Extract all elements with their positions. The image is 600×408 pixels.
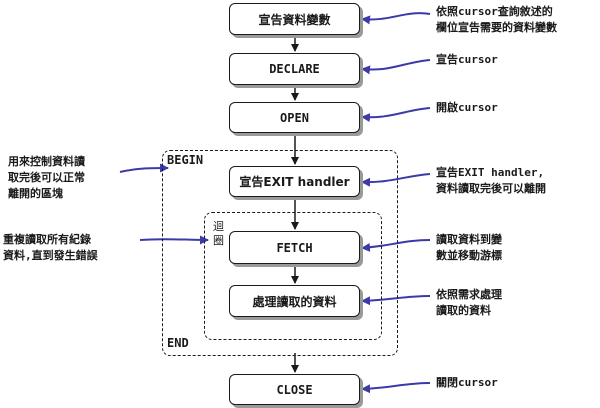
note-process: 依照需求處理 讀取的資料 bbox=[436, 287, 502, 319]
note-begin-block-line-1: 用來控制資料讀 bbox=[8, 155, 85, 168]
note-declare-vars-line-2: 欄位宣告需要的資料變數 bbox=[436, 21, 557, 34]
begin-label: BEGIN bbox=[167, 153, 204, 167]
declare-box: DECLARE bbox=[229, 53, 360, 85]
note-declare-vars: 依照cursor查詢敘述的 欄位宣告需要的資料變數 bbox=[436, 4, 557, 36]
note-loop-line-1: 重複讀取所有紀錄 bbox=[3, 233, 91, 246]
note-close: 關閉cursor bbox=[436, 375, 498, 391]
annotation-arrow-declare bbox=[361, 59, 431, 75]
begin-end-block bbox=[162, 150, 398, 356]
annotation-arrow-begin-block bbox=[119, 163, 169, 173]
process-box: 處理讀取的資料 bbox=[229, 285, 360, 317]
loop-label-char-2: 圈 bbox=[213, 234, 224, 247]
end-label: END bbox=[167, 336, 189, 350]
note-loop: 重複讀取所有紀錄 資料,直到發生錯誤 bbox=[3, 232, 98, 264]
loop-label: 迴 圈 bbox=[212, 220, 225, 248]
annotation-arrow-declare-vars bbox=[361, 12, 431, 25]
note-close-line-1: 關閉cursor bbox=[436, 376, 498, 389]
declare-vars-box: 宣告資料變數 bbox=[229, 3, 360, 35]
close-box: CLOSE bbox=[229, 374, 360, 405]
note-declare: 宣告cursor bbox=[436, 52, 498, 68]
note-process-line-2: 讀取的資料 bbox=[436, 304, 491, 317]
note-process-line-1: 依照需求處理 bbox=[436, 288, 502, 301]
loop-block bbox=[204, 212, 382, 340]
note-begin-block-line-2: 取完後可以正常 bbox=[8, 171, 85, 184]
loop-label-char-1: 迴 bbox=[213, 220, 224, 233]
annotation-arrow-close bbox=[361, 382, 431, 394]
note-exit-handler-line-2: 資料讀取完後可以離開 bbox=[436, 182, 546, 195]
note-open: 開啟cursor bbox=[436, 100, 498, 116]
note-begin-block: 用來控制資料讀 取完後可以正常 離開的區塊 bbox=[8, 154, 85, 202]
note-exit-handler: 宣告EXIT handler, 資料讀取完後可以離開 bbox=[436, 165, 546, 197]
open-box: OPEN bbox=[229, 102, 360, 133]
note-begin-block-line-3: 離開的區塊 bbox=[8, 187, 63, 200]
note-loop-line-2: 資料,直到發生錯誤 bbox=[3, 249, 98, 262]
note-exit-handler-line-1: 宣告EXIT handler, bbox=[436, 166, 545, 179]
note-fetch-line-1: 讀取資料到變 bbox=[436, 233, 502, 246]
note-declare-line-1: 宣告cursor bbox=[436, 53, 498, 66]
note-open-line-1: 開啟cursor bbox=[436, 101, 498, 114]
annotation-arrow-open bbox=[361, 107, 431, 123]
note-declare-vars-line-1: 依照cursor查詢敘述的 bbox=[436, 5, 553, 18]
exit-handler-box: 宣告EXIT handler bbox=[229, 166, 360, 197]
fetch-box: FETCH bbox=[229, 231, 360, 264]
note-fetch: 讀取資料到變 數並移動游標 bbox=[436, 232, 502, 264]
note-fetch-line-2: 數並移動游標 bbox=[436, 249, 502, 262]
annotation-arrow-loop bbox=[139, 235, 209, 245]
